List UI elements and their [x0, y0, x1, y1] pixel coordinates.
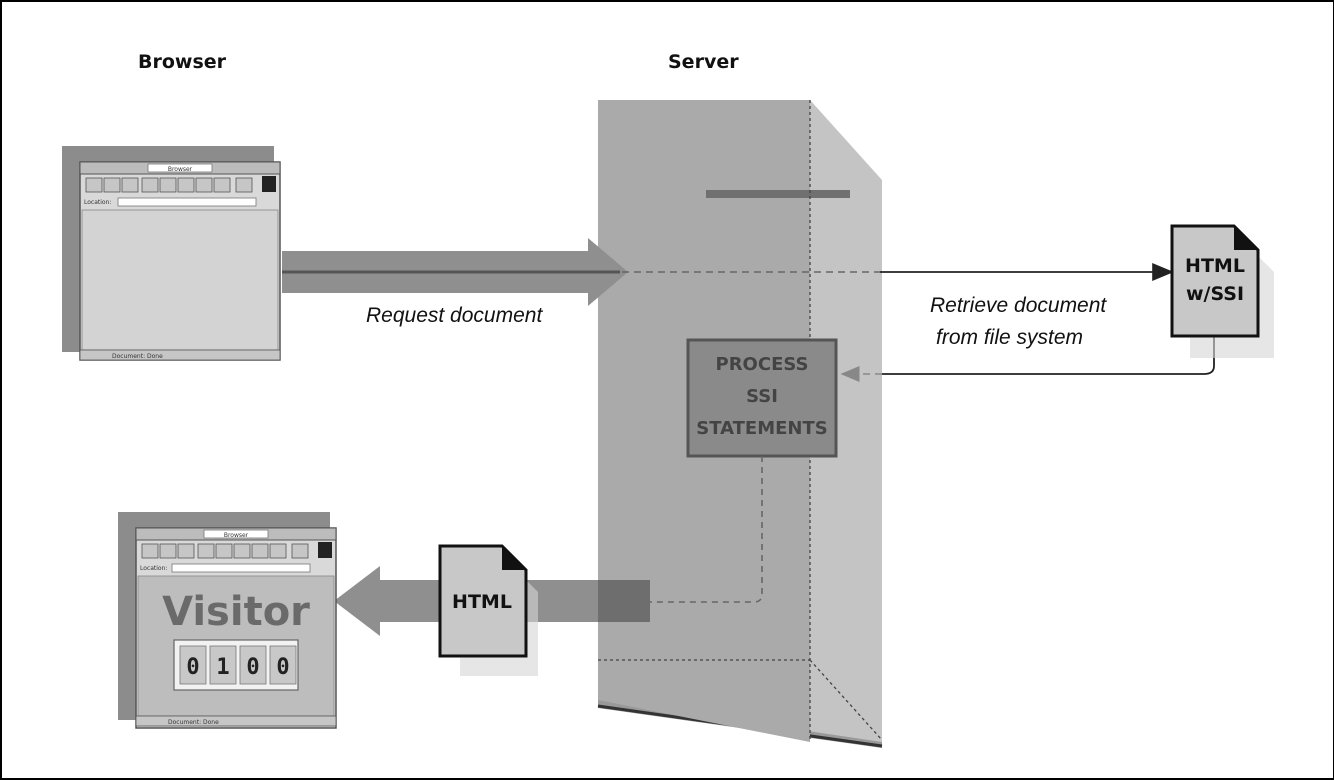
ssi-document: HTML w/SSI — [1170, 224, 1274, 358]
ssi-doc-line1: HTML — [1185, 255, 1245, 277]
process-line3: STATEMENTS — [696, 418, 827, 439]
visitor-title: Browser — [224, 532, 249, 539]
retrieve-label-line1: Retrieve document — [930, 294, 1107, 317]
browser-window: Browser Location: Document: Done — [62, 146, 281, 361]
browser-location-field — [117, 197, 257, 207]
ssi-doc-line2: w/SSI — [1186, 283, 1244, 305]
return-line — [882, 332, 1215, 375]
processed-line — [650, 456, 763, 603]
visitor-window: Browser Location: Visitor 0 1 0 0 — [118, 512, 337, 729]
retrieve-label-line2: from file system — [936, 326, 1083, 349]
visitor-location-label: Location: — [140, 565, 167, 572]
browser-heading: Browser — [138, 51, 227, 73]
browser-status: Document: Done — [112, 353, 163, 360]
visitor-status: Document: Done — [168, 719, 219, 726]
process-line2: SSI — [746, 386, 778, 407]
visitor-location-field — [171, 563, 311, 573]
server-slot — [706, 190, 850, 198]
browser-title: Browser — [168, 166, 193, 173]
visitor-heading: Visitor — [162, 589, 310, 635]
counter-digit-1: 0 — [186, 655, 199, 680]
counter-digit-4: 0 — [276, 655, 289, 680]
visitor-counter: 0 1 0 0 — [173, 639, 299, 691]
browser-toolbar — [85, 176, 276, 193]
process-line1: PROCESS — [716, 354, 809, 375]
html-doc-label: HTML — [452, 591, 512, 613]
browser-content — [81, 209, 279, 351]
counter-digit-2: 1 — [216, 655, 229, 680]
counter-digit-3: 0 — [246, 655, 259, 680]
request-document-label: Request document — [366, 304, 543, 327]
request-arrow — [282, 238, 628, 306]
visitor-toolbar — [141, 542, 332, 559]
browser-location-label: Location: — [84, 199, 111, 206]
server-heading: Server — [668, 51, 739, 73]
html-document: HTML — [438, 544, 538, 676]
process-ssi-box: PROCESS SSI STATEMENTS — [686, 338, 838, 458]
